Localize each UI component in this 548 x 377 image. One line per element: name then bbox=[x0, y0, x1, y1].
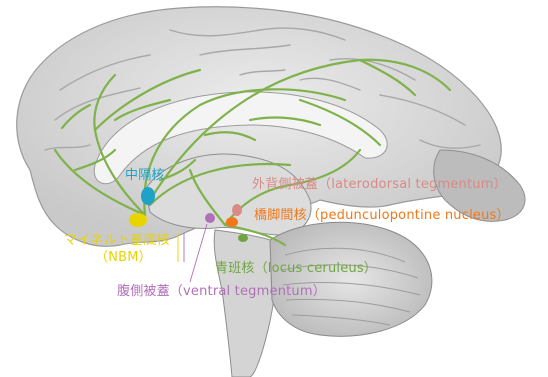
ppn-nucleus bbox=[226, 217, 238, 227]
label-nbm-abbr: （NBM） bbox=[95, 250, 152, 265]
vt-nucleus bbox=[205, 213, 215, 223]
label-pedunculopontine-nucleus: 橋脚間核（pedunculopontine nucleus） bbox=[254, 208, 510, 223]
ldt-nucleus bbox=[232, 204, 242, 216]
label-laterodorsal-tegmentum: 外背側被蓋（laterodorsal tegmentum） bbox=[252, 177, 507, 192]
septal-nucleus bbox=[141, 187, 155, 205]
label-nbm: マイネルト基底核 bbox=[64, 233, 170, 248]
label-locus-ceruleus: 青班核（locus ceruleus） bbox=[215, 261, 377, 276]
label-ventral-tegmentum: 腹側被蓋（ventral tegmentum） bbox=[117, 284, 326, 299]
label-septal-nucleus: 中隔核 bbox=[125, 168, 165, 183]
lc-nucleus bbox=[238, 234, 248, 242]
brainstem bbox=[214, 230, 275, 377]
nbm-nucleus bbox=[129, 213, 147, 227]
